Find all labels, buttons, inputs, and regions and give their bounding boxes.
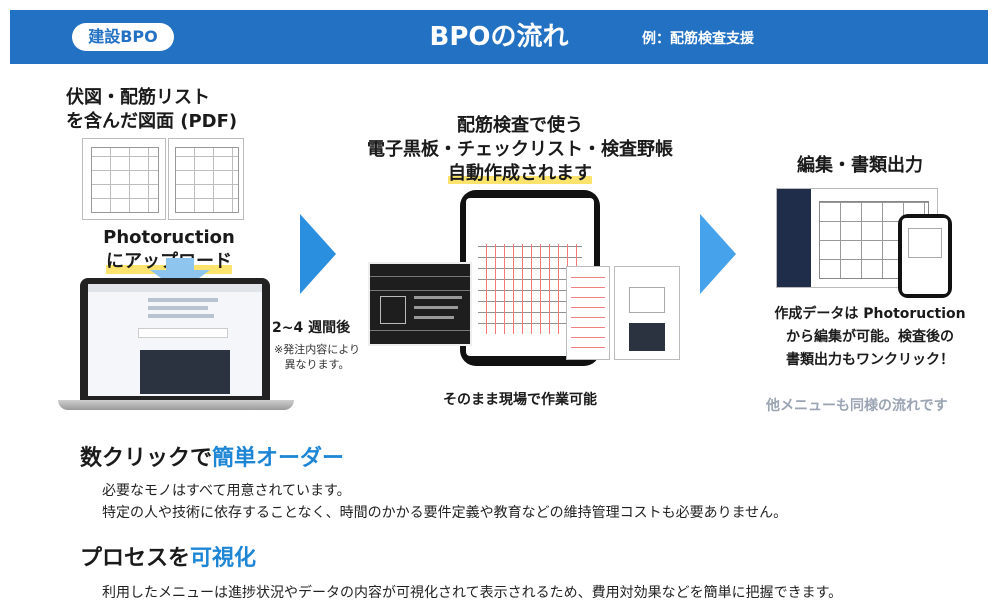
checklist-panel xyxy=(566,266,610,360)
other-menus-note: 他メニューも同様の流れです xyxy=(766,398,948,414)
step2-title-line2: 電子黒板・チェックリスト・検査野帳 xyxy=(367,139,673,160)
upload-label-line1: Photoruction xyxy=(103,227,235,248)
step3-desc-line1: 作成データは Photoruction xyxy=(774,306,966,322)
section2-title-prefix: プロセスを xyxy=(80,546,191,571)
turnaround-note-line2: 異なります。 xyxy=(284,358,350,371)
page-title: BPOの流れ xyxy=(429,22,569,52)
step3-desc-line2: から編集が可能。検査後の xyxy=(786,329,954,345)
section1-line2: 特定の人や技術に依存することなく、時間のかかる要件定義や教育などの維持管理コスト… xyxy=(102,505,788,521)
section1-title-highlight: 簡単オーダー xyxy=(212,446,345,471)
step2-caption: そのまま現場で作業可能 xyxy=(443,392,597,408)
pdf-drawing-thumbnail-1 xyxy=(82,138,166,220)
upload-arrow-shaft xyxy=(166,258,194,272)
electronic-blackboard xyxy=(368,262,472,346)
step2-title-line3: 自動作成されます xyxy=(448,163,592,184)
header-bar: 建設BPO BPOの流れ 例：配筋検査支援 xyxy=(10,10,988,64)
step1-title-line2: を含んだ図面 (PDF) xyxy=(66,111,238,132)
mobile-device-icon xyxy=(898,214,952,298)
section1-heading: 数クリックで簡単オーダー xyxy=(80,444,344,474)
service-badge: 建設BPO xyxy=(72,23,174,51)
section2-line1: 利用したメニューは進捗状況やデータの内容が可視化されて表示されるため、費用対効果… xyxy=(102,585,843,601)
step3-title: 編集・書類出力 xyxy=(797,155,923,176)
pdf-drawing-thumbnail-2 xyxy=(168,138,244,220)
turnaround-note: ※発注内容により 異なります。 xyxy=(270,342,364,372)
step3-description: 作成データは Photoruction から編集が可能。検査後の 書類出力もワン… xyxy=(760,304,980,370)
flow-arrow-1-icon xyxy=(300,214,336,294)
flow-arrow-2-icon xyxy=(700,214,736,294)
section2-heading: プロセスを可視化 xyxy=(80,544,256,574)
laptop-screen-content xyxy=(88,284,262,396)
turnaround-label: 2~4 週間後 xyxy=(272,320,351,336)
laptop-base xyxy=(58,400,294,410)
step2-title-line1: 配筋検査で使う xyxy=(457,115,583,136)
step3-desc-line3: 書類出力もワンクリック！ xyxy=(786,352,954,368)
laptop-icon xyxy=(80,278,270,400)
section1-title-prefix: 数クリックで xyxy=(80,446,213,471)
step1-title-line1: 伏図・配筋リスト xyxy=(66,87,210,108)
section1-line1: 必要なモノはすべて用意されています。 xyxy=(102,483,351,499)
turnaround-note-line1: ※発注内容により xyxy=(274,343,360,356)
example-label: 例：配筋検査支援 xyxy=(642,31,754,47)
step2-title-line3-wrap: 自動作成されます xyxy=(340,162,700,186)
inspection-notebook-panel xyxy=(614,266,680,360)
section2-title-highlight: 可視化 xyxy=(190,546,257,571)
